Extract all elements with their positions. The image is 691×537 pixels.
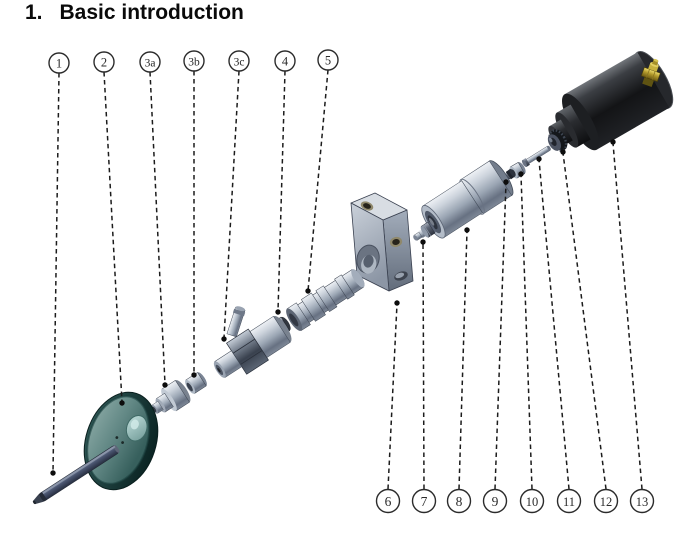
leader-line-10 [520, 174, 533, 490]
callout-circle [228, 50, 250, 72]
section-heading: 1. Basic introduction [25, 1, 244, 25]
callout-circle [482, 488, 508, 514]
leader-dot-3a [162, 382, 168, 388]
leader-dot-12 [560, 149, 566, 155]
callout-7: 7 [411, 488, 437, 514]
callout-8: 8 [446, 488, 472, 514]
leader-dot-1 [50, 470, 56, 476]
part-7-screw-fitting [413, 221, 436, 241]
callout-circle [446, 488, 472, 514]
leader-dot-3c [221, 336, 227, 342]
callout-3b: 3b [183, 50, 205, 72]
callout-1: 1 [48, 52, 70, 74]
leader-line-3a [149, 71, 166, 385]
leader-lines-layer [52, 69, 643, 490]
callout-circle [593, 488, 619, 514]
leader-dot-11 [536, 156, 542, 162]
callout-label: 9 [492, 494, 499, 509]
callout-11: 11 [556, 488, 582, 514]
callouts-bottom: 6 7 8 9 10 11 12 13 [375, 488, 655, 514]
callout-circle [317, 49, 339, 71]
callout-label: 2 [101, 55, 107, 69]
callout-6: 6 [375, 488, 401, 514]
leader-dot-9 [503, 179, 509, 185]
callout-label: 5 [325, 53, 331, 67]
leader-line-3c [223, 70, 240, 339]
leader-line-8 [458, 230, 468, 490]
section-number: 1. [25, 1, 43, 24]
leader-dots-layer [50, 139, 616, 476]
callout-10: 10 [519, 488, 545, 514]
callout-circle [411, 488, 437, 514]
part-5-spool-shaft [286, 269, 365, 331]
leader-line-9 [494, 182, 507, 490]
leader-line-5 [307, 69, 329, 292]
section-title: Basic introduction [59, 1, 244, 24]
leader-dot-4 [275, 309, 281, 315]
callout-label: 8 [456, 494, 463, 509]
callout-9: 9 [482, 488, 508, 514]
part-11-pin [521, 145, 551, 167]
callout-12: 12 [593, 488, 619, 514]
callout-label: 3c [234, 56, 245, 68]
leader-line-1 [52, 72, 60, 473]
callout-13: 13 [629, 488, 655, 514]
callout-circle [629, 488, 655, 514]
callout-label: 10 [526, 495, 539, 509]
leader-line-13 [612, 142, 643, 490]
callout-2: 2 [93, 51, 115, 73]
callout-circle [519, 488, 545, 514]
part-6-block [350, 192, 414, 292]
callout-label: 12 [600, 495, 613, 509]
leader-line-11 [538, 159, 570, 490]
callout-3c: 3c [228, 50, 250, 72]
callout-circle [93, 51, 115, 73]
callout-label: 3b [188, 56, 200, 68]
leader-dot-8 [464, 227, 470, 233]
callout-circle [48, 52, 70, 74]
leader-line-2 [103, 71, 123, 403]
leader-line-12 [562, 152, 607, 490]
part-1-rod [32, 445, 120, 505]
leader-dot-2 [119, 400, 125, 406]
callout-label: 7 [421, 494, 428, 509]
callout-3a: 3a [139, 51, 161, 73]
leader-dot-6 [394, 300, 400, 306]
leader-dot-13 [610, 139, 616, 145]
callout-circle [139, 51, 161, 73]
leader-dot-5 [305, 288, 311, 294]
leader-line-6 [387, 303, 398, 490]
callout-label: 1 [56, 56, 62, 70]
callout-label: 4 [282, 54, 289, 68]
leader-line-4 [277, 70, 286, 312]
parts-layer [32, 51, 674, 505]
part-3a-grommet [151, 380, 191, 414]
leader-dot-7 [420, 239, 426, 245]
leader-dot-3b [191, 372, 197, 378]
callout-4: 4 [274, 50, 296, 72]
leader-dot-10 [518, 171, 524, 177]
callout-label: 3a [145, 57, 156, 69]
callout-label: 6 [385, 494, 392, 509]
callout-circle [375, 488, 401, 514]
brass-fitting [641, 58, 661, 87]
part-8-sleeve [421, 160, 514, 239]
callout-circle [183, 50, 205, 72]
callout-circle [556, 488, 582, 514]
leader-line-7 [422, 242, 425, 490]
callout-circle [274, 50, 296, 72]
callouts-top: 1 2 3a 3b 3c 4 5 [48, 49, 339, 74]
callout-label: 11 [563, 495, 575, 509]
part-2-disc [83, 391, 159, 491]
part-3c-hex-fitting [213, 306, 292, 378]
callout-5: 5 [317, 49, 339, 71]
callout-label: 13 [636, 495, 649, 509]
